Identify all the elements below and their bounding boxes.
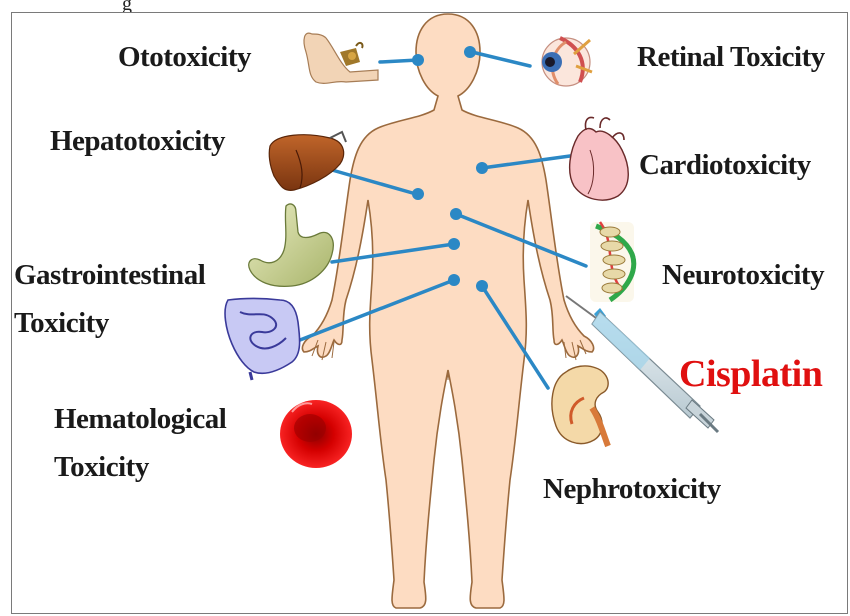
dot-kidney (476, 280, 488, 292)
heart-icon (570, 118, 629, 201)
label-ototoxicity: Ototoxicity (118, 40, 251, 74)
dot-ear (412, 54, 424, 66)
human-body (302, 14, 593, 608)
ear-icon (304, 33, 378, 83)
liver-icon (269, 132, 346, 190)
red-blood-cell-icon (280, 400, 352, 468)
label-hepatotoxicity: Hepatotoxicity (50, 124, 225, 158)
spine-icon (590, 222, 634, 302)
dot-neuro (450, 208, 462, 220)
eye-icon (542, 38, 592, 86)
label-hematological-line1: Hematological (54, 402, 226, 436)
kidney-icon (552, 366, 608, 446)
connector-eye (472, 52, 530, 66)
label-gastrointestinal-line2: Toxicity (14, 306, 109, 340)
drug-label-cisplatin: Cisplatin (679, 352, 822, 396)
label-gastrointestinal-line1: Gastrointestinal (14, 258, 205, 292)
dot-eye (464, 46, 476, 58)
label-cardiotoxicity: Cardiotoxicity (639, 148, 811, 182)
label-neurotoxicity: Neurotoxicity (662, 258, 824, 292)
dot-stomach (448, 238, 460, 250)
dot-heart (476, 162, 488, 174)
dot-intestine (448, 274, 460, 286)
body-silhouette (302, 14, 593, 608)
intestine-icon (225, 299, 300, 381)
label-nephrotoxicity: Nephrotoxicity (543, 472, 721, 506)
label-retinal-toxicity: Retinal Toxicity (637, 40, 825, 74)
dot-liver (412, 188, 424, 200)
label-hematological-line2: Toxicity (54, 450, 149, 484)
stomach-icon (249, 204, 334, 286)
